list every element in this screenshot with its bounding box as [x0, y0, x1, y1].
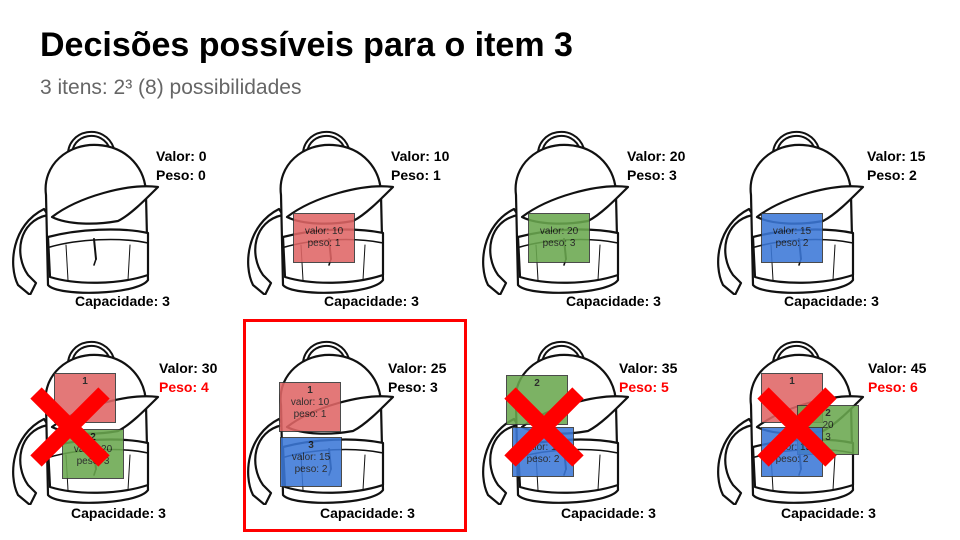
total-weight: Peso: 3 — [627, 167, 677, 183]
item-id: 1 — [82, 376, 88, 387]
capacity-label: Capacidade: 3 — [71, 505, 166, 521]
option-cell-1: Valor: 0 Peso: 0 Capacidade: 3 — [8, 125, 238, 325]
option-cell-2: valor: 10 peso: 1 Valor: 10 Peso: 1 Capa… — [243, 125, 473, 325]
option-cell-3: valor: 20 peso: 3 Valor: 20 Peso: 3 Capa… — [478, 125, 708, 325]
item-id: 2 — [825, 408, 831, 419]
item-id: 3 — [789, 430, 795, 441]
backpack-icon — [8, 125, 168, 295]
item-weight: peso: 1 — [307, 238, 341, 249]
item-weight: peso: 3 — [76, 456, 110, 467]
item-id: 1 — [789, 376, 795, 387]
page-title: Decisões possíveis para o item 3 — [40, 26, 573, 64]
item-value: valor: 15 — [523, 442, 563, 453]
option-stats: Valor: 45 Peso: 6 — [868, 359, 926, 397]
capacity-label: Capacidade: 3 — [75, 293, 170, 309]
total-weight-overweight: Peso: 6 — [868, 379, 918, 395]
item-weight: peso: 3 — [542, 238, 576, 249]
total-value: Valor: 25 — [388, 360, 447, 376]
total-weight: Peso: 3 — [388, 379, 438, 395]
item-3-box: 3 valor: 15 peso: 2 — [280, 437, 342, 487]
item-value: valor: 10 — [290, 397, 330, 408]
total-value: Valor: 15 — [867, 148, 926, 164]
item-3-box: valor: 15 peso: 2 — [761, 213, 823, 263]
item-2-box: 2 valor: 20 peso: 3 — [62, 429, 124, 479]
capacity-label: Capacidade: 3 — [324, 293, 419, 309]
item-weight: peso: 2 — [775, 238, 809, 249]
total-value: Valor: 0 — [156, 148, 207, 164]
option-cell-5: 1 2 valor: 20 peso: 3 Valor: 30 Peso: 4 … — [8, 335, 238, 535]
item-id: 3 — [540, 430, 546, 441]
item-id: 3 — [308, 440, 314, 451]
item-weight: peso: 1 — [293, 409, 327, 420]
total-value: Valor: 30 — [159, 360, 218, 376]
backpack-icon — [478, 125, 638, 295]
capacity-label: Capacidade: 3 — [320, 505, 415, 521]
item-3-box: 3 valor: 15 peso: 2 — [512, 427, 574, 477]
item-id: 2 — [90, 432, 96, 443]
item-value: valor: 15 — [291, 452, 331, 463]
option-cell-4: valor: 15 peso: 2 Valor: 15 Peso: 2 Capa… — [713, 125, 943, 325]
item-2-box: valor: 20 peso: 3 — [528, 213, 590, 263]
item-value: valor: 20 — [539, 226, 579, 237]
option-stats: Valor: 10 Peso: 1 — [391, 147, 449, 185]
item-weight: peso: 2 — [294, 464, 328, 475]
item-id: 1 — [307, 385, 313, 396]
total-weight-overweight: Peso: 5 — [619, 379, 669, 395]
option-cell-6: 1 valor: 10 peso: 1 3 valor: 15 peso: 2 … — [243, 335, 473, 535]
option-cell-8: 1 2 20 3 3 valor: 15 peso: 2 Valor: 45 P… — [713, 335, 943, 535]
capacity-label: Capacidade: 3 — [781, 505, 876, 521]
item-1-box: 1 — [54, 373, 116, 423]
item-value: valor: 20 — [73, 444, 113, 455]
backpack-icon — [243, 125, 403, 295]
item-weight: peso: 2 — [775, 454, 809, 465]
total-value: Valor: 10 — [391, 148, 450, 164]
capacity-label: Capacidade: 3 — [784, 293, 879, 309]
item-3-box: 3 valor: 15 peso: 2 — [761, 427, 823, 477]
option-stats: Valor: 35 Peso: 5 — [619, 359, 677, 397]
total-value: Valor: 45 — [868, 360, 927, 376]
total-weight: Peso: 2 — [867, 167, 917, 183]
option-stats: Valor: 30 Peso: 4 — [159, 359, 217, 397]
total-weight-overweight: Peso: 4 — [159, 379, 209, 395]
item-value: valor: 15 — [772, 442, 812, 453]
backpack-icon — [713, 125, 873, 295]
total-weight: Peso: 0 — [156, 167, 206, 183]
item-weight: peso: 2 — [526, 454, 560, 465]
item-value: valor: 15 — [772, 226, 812, 237]
option-stats: Valor: 0 Peso: 0 — [156, 147, 207, 185]
option-stats: Valor: 15 Peso: 2 — [867, 147, 925, 185]
selected-option-highlight — [243, 319, 467, 532]
item-1-box: valor: 10 peso: 1 — [293, 213, 355, 263]
total-weight: Peso: 1 — [391, 167, 441, 183]
capacity-label: Capacidade: 3 — [566, 293, 661, 309]
option-cell-7: 2 3 valor: 15 peso: 2 Valor: 35 Peso: 5 … — [478, 335, 708, 535]
item-id: 2 — [534, 378, 540, 389]
item-value: valor: 10 — [304, 226, 344, 237]
option-stats: Valor: 25 Peso: 3 — [388, 359, 446, 397]
item-2-box: 2 — [506, 375, 568, 425]
capacity-label: Capacidade: 3 — [561, 505, 656, 521]
total-value: Valor: 35 — [619, 360, 678, 376]
total-value: Valor: 20 — [627, 148, 686, 164]
page-subtitle: 3 itens: 2³ (8) possibilidades — [40, 76, 302, 99]
item-1-box: 1 valor: 10 peso: 1 — [279, 382, 341, 432]
option-stats: Valor: 20 Peso: 3 — [627, 147, 685, 185]
